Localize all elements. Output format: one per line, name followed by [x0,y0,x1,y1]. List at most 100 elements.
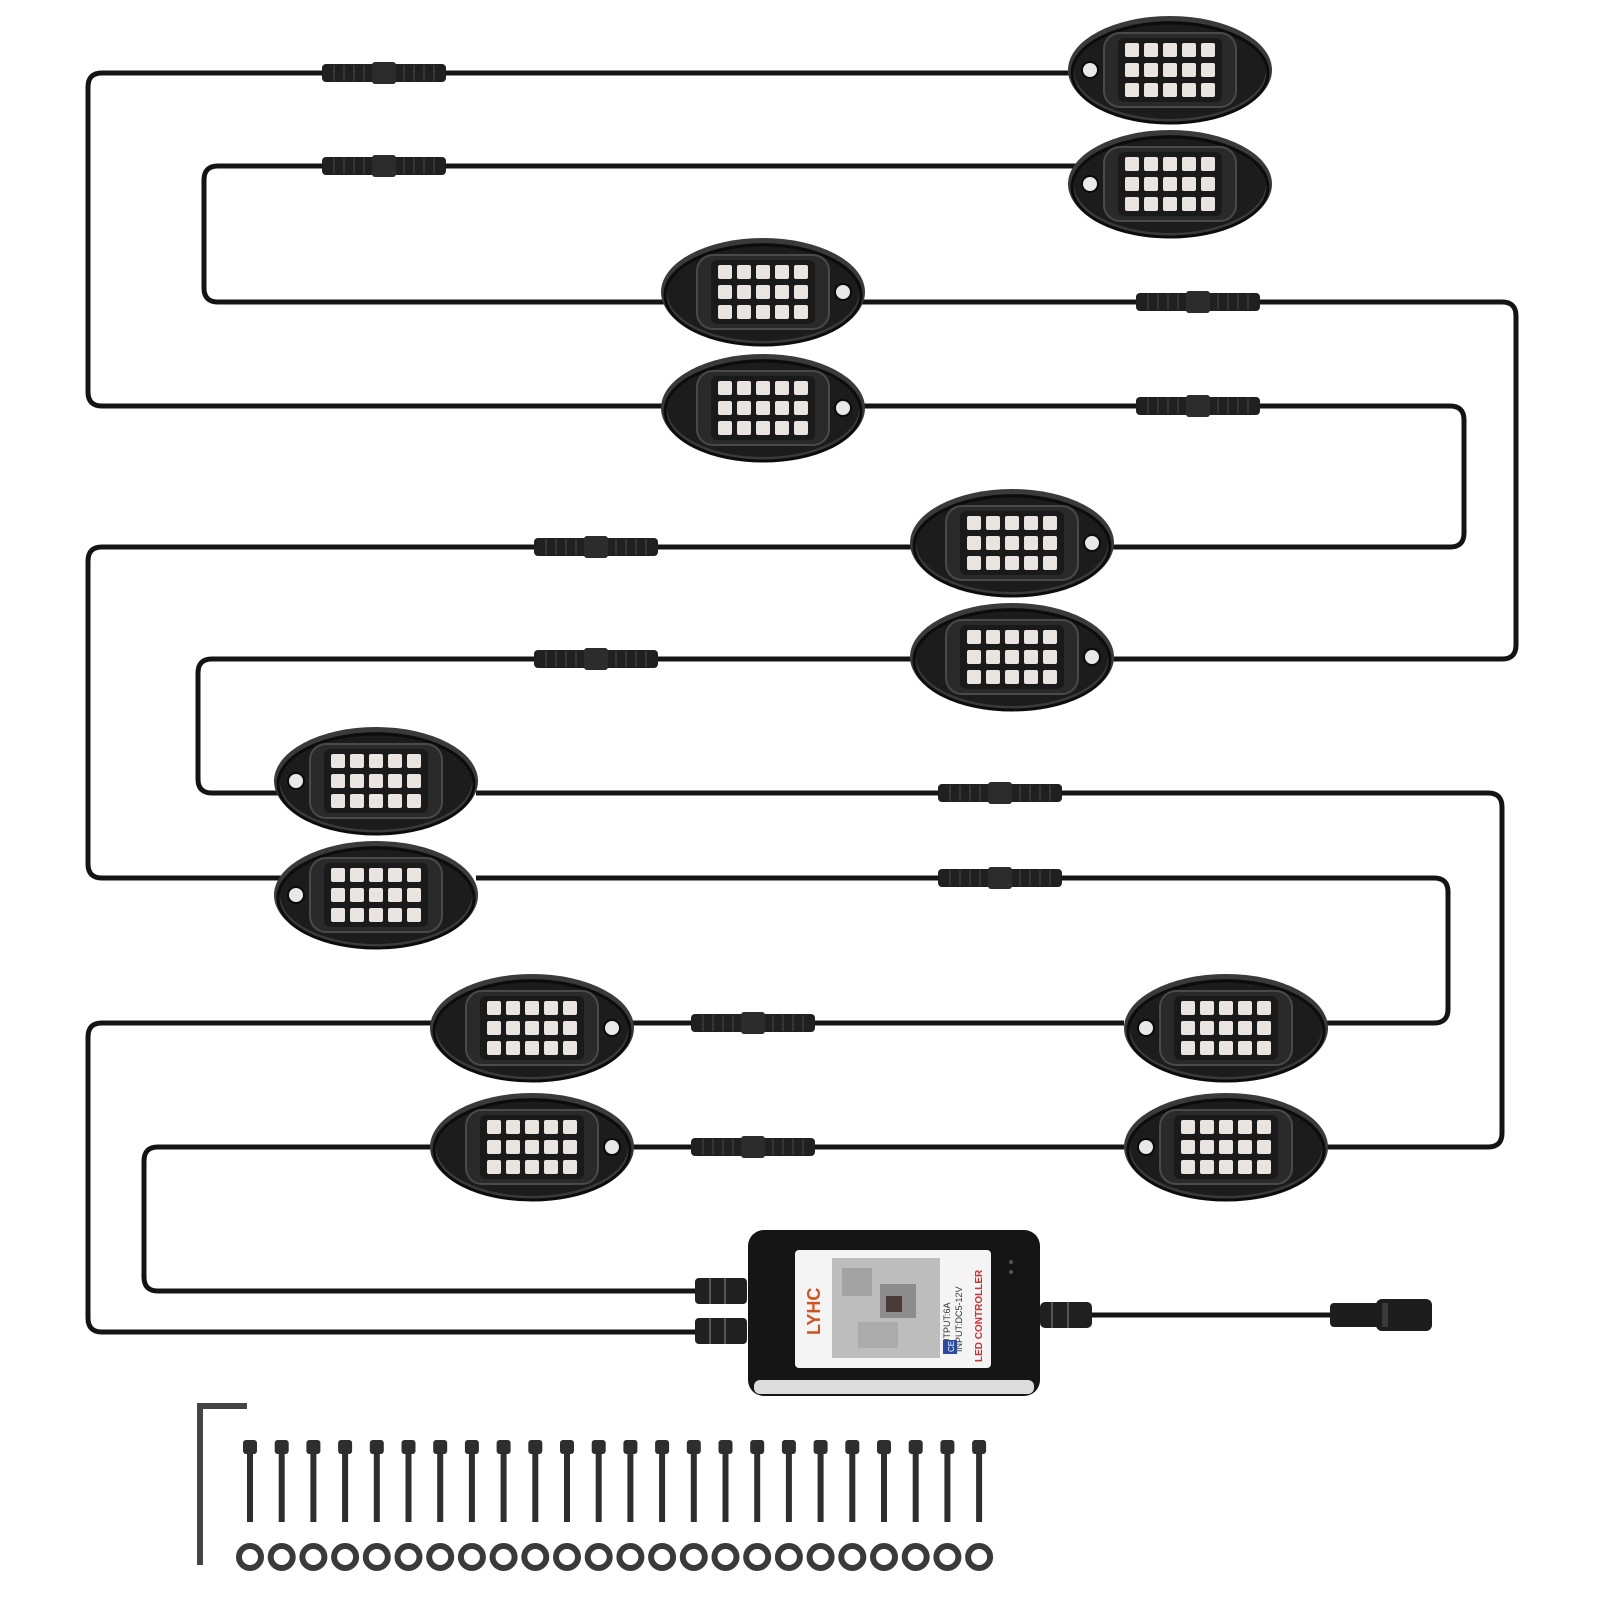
led-chip [1005,670,1019,684]
led-chip [1144,157,1158,171]
led-chip [331,908,345,922]
led-chip [1043,670,1057,684]
led-chip [1200,1160,1214,1174]
led-chip [1238,1041,1252,1055]
mount-hole [1137,1019,1155,1037]
controller-cable-boot [1040,1302,1092,1328]
led-rock-light-pod-icon [1068,16,1272,125]
led-chip [1163,43,1177,57]
led-chip [1163,157,1177,171]
led-chip [1238,1021,1252,1035]
wire-harness [85,70,1519,1335]
led-chip [388,774,402,788]
mounting-screw-icon [718,1440,733,1522]
led-chip [563,1041,577,1055]
led-chip [1005,516,1019,530]
led-chip [1163,177,1177,191]
led-chip [1043,536,1057,550]
led-chip [967,556,981,570]
wire-segment [476,790,1505,1150]
led-chip [756,401,770,415]
led-chip [794,381,808,395]
inline-wire-connector-icon [691,1136,815,1158]
led-chip [563,1001,577,1015]
led-chip [967,536,981,550]
flat-washer-icon [743,1543,772,1571]
led-chip [1219,1001,1233,1015]
wire-segment [141,1144,697,1294]
led-chip [756,421,770,435]
led-chip [407,908,421,922]
led-chip [1144,43,1158,57]
wire-segment [85,1020,697,1335]
flat-washer-icon [711,1543,740,1571]
led-chip [487,1001,501,1015]
led-chip [407,774,421,788]
controller-output: OUTPUT:6A [942,1302,952,1352]
led-chip [1182,63,1196,77]
led-chip [1201,83,1215,97]
led-chip [775,421,789,435]
led-chip [506,1140,520,1154]
led-chip [487,1160,501,1174]
led-chip [388,868,402,882]
led-chip [737,265,751,279]
led-chip [331,888,345,902]
led-rock-light-pod-icon [661,354,865,463]
led-pods [274,16,1328,1202]
led-chip [775,381,789,395]
flat-washer-icon [362,1543,391,1571]
flat-washer-icon [616,1543,645,1571]
led-chip [350,888,364,902]
led-chip [1005,650,1019,664]
led-chip [1144,83,1158,97]
led-chip [369,754,383,768]
led-chip [775,305,789,319]
mounting-screw-icon [274,1440,289,1522]
led-chip [986,536,1000,550]
controller-input: INPUT:DC5-12V [954,1286,964,1352]
led-rock-light-pod-icon [1124,1093,1328,1202]
led-chip [737,401,751,415]
led-chip [1200,1001,1214,1015]
led-chip [1201,63,1215,77]
led-chip [331,794,345,808]
mounting-screw-icon [433,1440,448,1522]
led-chip [1219,1160,1233,1174]
led-chip [718,265,732,279]
flat-washer-icon [489,1543,518,1571]
led-chip [1182,177,1196,191]
wire-segment [860,299,1519,662]
led-chip [525,1120,539,1134]
led-chip [525,1140,539,1154]
dc-barrel-jack-icon [1330,1303,1382,1327]
mounting-screw-icon [401,1440,416,1522]
inline-wire-connector-icon [1136,291,1260,313]
led-chip [1043,650,1057,664]
led-chip [407,794,421,808]
led-chip [1201,157,1215,171]
mounting-screw-icon [496,1440,511,1522]
led-rock-light-pod-icon [1124,974,1328,1083]
mounting-screw-icon [750,1440,765,1522]
screw-row [243,1440,987,1522]
led-chip [1257,1120,1271,1134]
mount-hole [287,772,305,790]
inline-wire-connector-icon [691,1012,815,1034]
led-chip [1024,556,1038,570]
flat-washer-icon [553,1543,581,1571]
led-chip [487,1120,501,1134]
controller-model: LED CONTROLLER [974,1269,985,1362]
led-chip [506,1120,520,1134]
mount-hole [1137,1138,1155,1156]
mounting-hardware [197,1403,994,1571]
led-chip [1125,83,1139,97]
inline-wire-connector-icon [938,782,1062,804]
wire-segment [85,544,912,881]
led-chip [756,265,770,279]
led-chip [1125,43,1139,57]
led-chip [1257,1140,1271,1154]
flat-washer-icon [236,1543,264,1571]
led-chip [487,1041,501,1055]
led-chip [1257,1041,1271,1055]
